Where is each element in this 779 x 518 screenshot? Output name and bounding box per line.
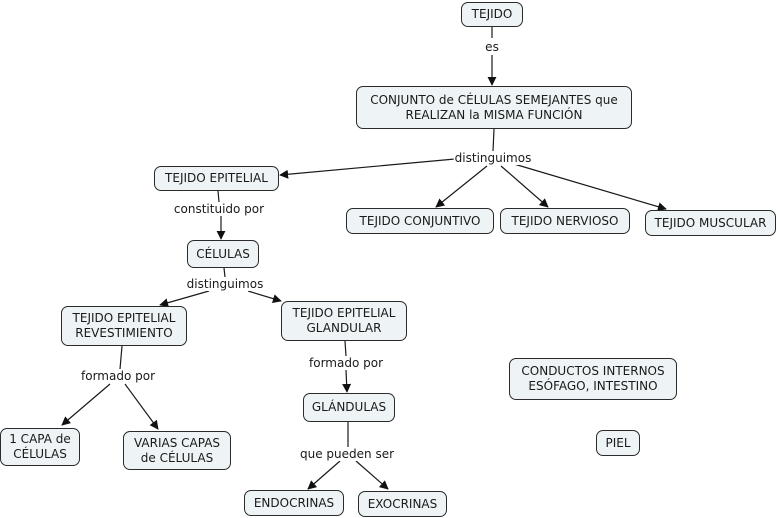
concept-tejido-muscular[interactable]: TEJIDO MUSCULAR [645,210,776,236]
link-label-que-pueden-ser[interactable]: que pueden ser [298,447,396,461]
concept-tejido-epitelial[interactable]: TEJIDO EPITELIAL [154,166,279,191]
concept-conductos-internos[interactable]: CONDUCTOS INTERNOS ESÓFAGO, INTESTINO [509,358,677,400]
link-label-distinguimos-epitelial[interactable]: distinguimos [185,277,265,291]
concept-epitelial-revestimiento[interactable]: TEJIDO EPITELIAL REVESTIMIENTO [61,306,187,346]
concept-varias-capas[interactable]: VARIAS CAPAS de CÉLULAS [123,431,231,470]
edge-formado-glandulas [342,369,352,393]
edge-glandular-formado [344,340,347,357]
edge-distinguimos-conjuntivo [435,165,488,208]
concept-celulas[interactable]: CÉLULAS [187,240,259,268]
edge-quepueden-endocrinas [307,460,341,490]
concept-conjunto-celulas[interactable]: CONJUNTO de CÉLULAS SEMEJANTES que REALI… [356,86,632,129]
link-label-formado-por-glandular[interactable]: formado por [308,356,384,370]
edge-distinguimos-nervioso [500,165,549,208]
edge-revestimiento-formado [119,345,123,370]
concept-endocrinas[interactable]: ENDOCRINAS [244,490,344,516]
edge-distinguimos-muscular [513,163,667,212]
concept-exocrinas[interactable]: EXOCRINAS [358,491,447,517]
concept-piel[interactable]: PIEL [596,430,640,456]
edge-distinguimos-epitelial [279,158,456,179]
concept-tejido[interactable]: TEJIDO [461,2,523,27]
edge-distinguimos-revestimiento [159,290,210,308]
concept-tejido-conjuntivo[interactable]: TEJIDO CONJUNTIVO [346,208,494,234]
link-label-formado-por-revestimiento[interactable]: formado por [80,369,156,383]
concept-epitelial-glandular[interactable]: TEJIDO EPITELIAL GLANDULAR [281,301,407,341]
edge-quepueden-exocrinas [355,460,389,490]
link-label-distinguimos-tipos[interactable]: distinguimos [453,151,533,165]
edge-distinguimos-glandular [247,290,282,303]
concept-glandulas[interactable]: GLÁNDULAS [303,393,395,422]
concept-tejido-nervioso[interactable]: TEJIDO NERVIOSO [500,208,630,234]
edge-celulas-distinguimos [223,267,226,278]
link-label-constituido-por[interactable]: constituido por [172,202,266,216]
link-label-es[interactable]: es [484,40,500,54]
edge-conjunto-distinguimos [492,128,495,152]
edge-formado-unacapa [61,383,111,426]
edge-epitelial-constituido [217,190,220,203]
concept-una-capa[interactable]: 1 CAPA de CÉLULAS [0,428,80,466]
edge-formado-variascapas [124,383,159,430]
